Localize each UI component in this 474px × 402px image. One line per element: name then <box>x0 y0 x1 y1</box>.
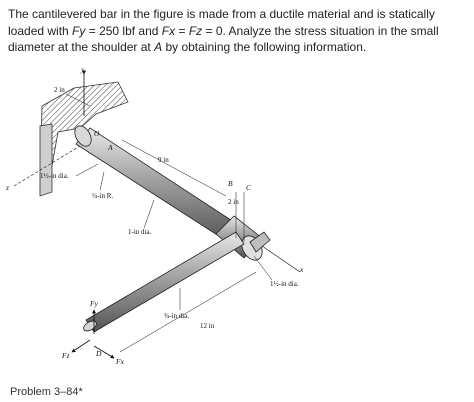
dim-9in: 9 in <box>158 156 169 164</box>
problem-text-part1: The cantilevered bar in the figure is ma… <box>8 7 435 38</box>
dim-9in-line <box>121 139 227 197</box>
cantilever-figure: y z 2 in x O A 9 in B C 2 in 1½-in dia. … <box>5 66 304 366</box>
radius-quarter-leader <box>99 171 105 191</box>
fy-symbol: Fy <box>72 23 86 38</box>
x-axis-line <box>261 245 301 273</box>
problem-text-part2: = 250 lbf and <box>85 23 162 38</box>
problem-text-part3: = <box>175 23 189 38</box>
force-Fx-arrow <box>93 345 115 359</box>
main-shaft <box>74 125 241 243</box>
problem-text-part5: by obtaining the following information. <box>162 40 367 54</box>
radius-quarter-label: ¼-in R. <box>92 192 113 200</box>
force-Fz-arrow <box>71 339 91 353</box>
label-B: B <box>228 179 233 188</box>
axis-x-label: x <box>299 265 304 274</box>
arm-shaft <box>83 231 245 333</box>
dia-1half-arm-leader <box>253 255 273 281</box>
fx-symbol: Fx <box>161 23 176 38</box>
axis-y-label: y <box>80 66 85 74</box>
label-A: A <box>107 143 113 152</box>
label-C: C <box>246 183 252 192</box>
problem-caption: Problem 3–84* <box>10 386 83 398</box>
dia-1in-leader <box>143 199 155 229</box>
dia-1half-label: 1½-in dia. <box>40 172 69 180</box>
fz-symbol: Fz <box>188 23 203 38</box>
label-D: D <box>95 349 102 358</box>
axis-z-label: z <box>5 183 9 192</box>
dia-1half-leader <box>75 163 99 177</box>
point-a-symbol: A <box>154 40 163 54</box>
label-O: O <box>94 129 100 138</box>
dia-1in-label: 1-in dia. <box>128 228 152 236</box>
problem-text-part4: = 0. Analyze the stress situation in the… <box>8 23 439 55</box>
dia-1half-arm-label: 1½-in dia. <box>270 280 299 288</box>
dim-2in-BC: 2 in <box>228 198 239 206</box>
force-Fz-label: Fz <box>61 351 70 360</box>
dim-12in-line <box>119 271 257 353</box>
dim-12in: 12 in <box>200 322 215 330</box>
force-Fx-label: Fx <box>115 357 125 366</box>
dim-2in-top-line <box>65 93 91 107</box>
z-axis-line <box>13 145 81 187</box>
dia-3quarter-label: ¾-in dia. <box>164 312 189 320</box>
problem-statement: The cantilevered bar in the figure is ma… <box>8 6 466 56</box>
dim-2in-top: 2 in <box>54 86 65 94</box>
force-Fy-label: Fy <box>89 299 99 308</box>
